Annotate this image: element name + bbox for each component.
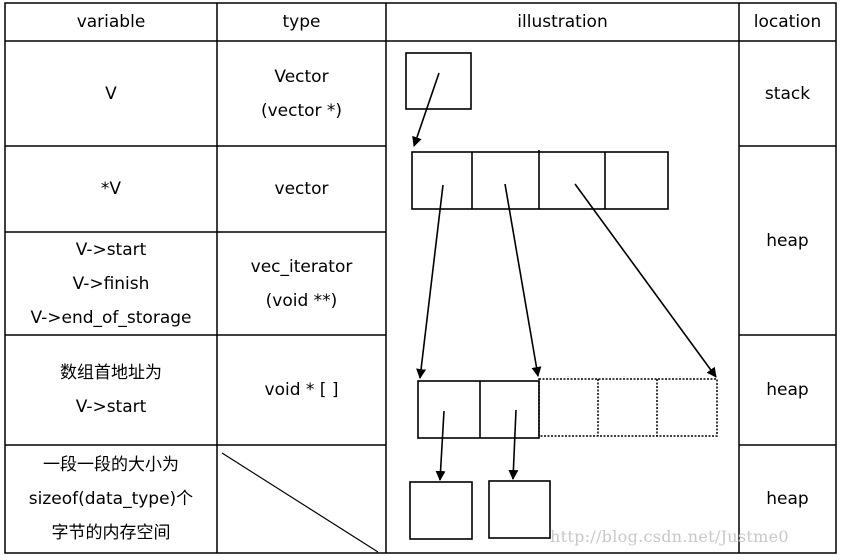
location-text: heap [766, 380, 809, 400]
header-illustration: illustration [386, 3, 739, 41]
type-text: vec_iterator [250, 256, 353, 277]
arrow-eos-to-map [574, 183, 717, 378]
header-location-label: location [753, 12, 822, 32]
variable-text: 一段一段的大小为 [43, 455, 179, 475]
variable-cell: 数组首地址为 V->start [5, 335, 217, 445]
arrow-map-to-block [435, 410, 446, 481]
variable-cell: *V [5, 146, 217, 232]
type-text: void * [ ] [264, 380, 339, 400]
type-text: Vector [274, 66, 329, 87]
map-array-allocated [417, 380, 540, 439]
variable-text: sizeof(data_type)个 [28, 489, 194, 509]
location-text: heap [766, 489, 809, 509]
pointer-v-box [405, 52, 472, 110]
header-location: location [739, 3, 836, 41]
variable-text: V->start [75, 397, 147, 417]
arrow-start-to-map [416, 184, 444, 379]
type-cell: void * [ ] [217, 335, 386, 445]
type-text: (vector *) [260, 100, 343, 121]
variable-cell: 一段一段的大小为 sizeof(data_type)个 字节的内存空间 [5, 445, 217, 553]
variable-text: 字节的内存空间 [51, 523, 171, 543]
map-array-unused [538, 378, 718, 437]
variable-text: V [105, 83, 117, 104]
location-text: stack [764, 83, 811, 104]
location-cell: heap [739, 335, 836, 445]
location-cell: heap [739, 445, 836, 553]
empty-cell-diagonal [221, 452, 379, 553]
header-variable: variable [5, 3, 217, 41]
variable-text: V->finish [72, 273, 150, 294]
location-text: heap [766, 230, 809, 251]
vector-struct-box [411, 151, 669, 210]
header-type: type [217, 3, 386, 41]
variable-text: V->start [75, 239, 147, 260]
variable-text: V->end_of_storage [30, 307, 192, 328]
header-variable-label: variable [76, 12, 146, 32]
type-text: vector [274, 179, 329, 199]
location-cell: stack [739, 41, 836, 146]
data-block [409, 481, 473, 540]
variable-cell: V [5, 41, 217, 146]
arrow-v-to-struct [412, 72, 440, 147]
watermark: http://blog.csdn.net/Justme0 [550, 527, 789, 546]
variable-text: 数组首地址为 [60, 363, 162, 383]
variable-cell: V->start V->finish V->end_of_storage [5, 232, 217, 335]
header-illustration-label: illustration [517, 12, 608, 32]
table-border [4, 2, 837, 554]
variable-text: *V [100, 179, 122, 199]
type-cell: vector [217, 146, 386, 232]
type-cell: vec_iterator (void **) [217, 232, 386, 335]
type-cell: Vector (vector *) [217, 41, 386, 146]
header-type-label: type [282, 12, 321, 32]
data-block [488, 480, 551, 539]
arrow-finish-to-map [504, 183, 542, 377]
location-cell: heap [739, 146, 836, 335]
arrow-map-to-block [508, 409, 519, 480]
type-text: (void **) [265, 290, 338, 311]
